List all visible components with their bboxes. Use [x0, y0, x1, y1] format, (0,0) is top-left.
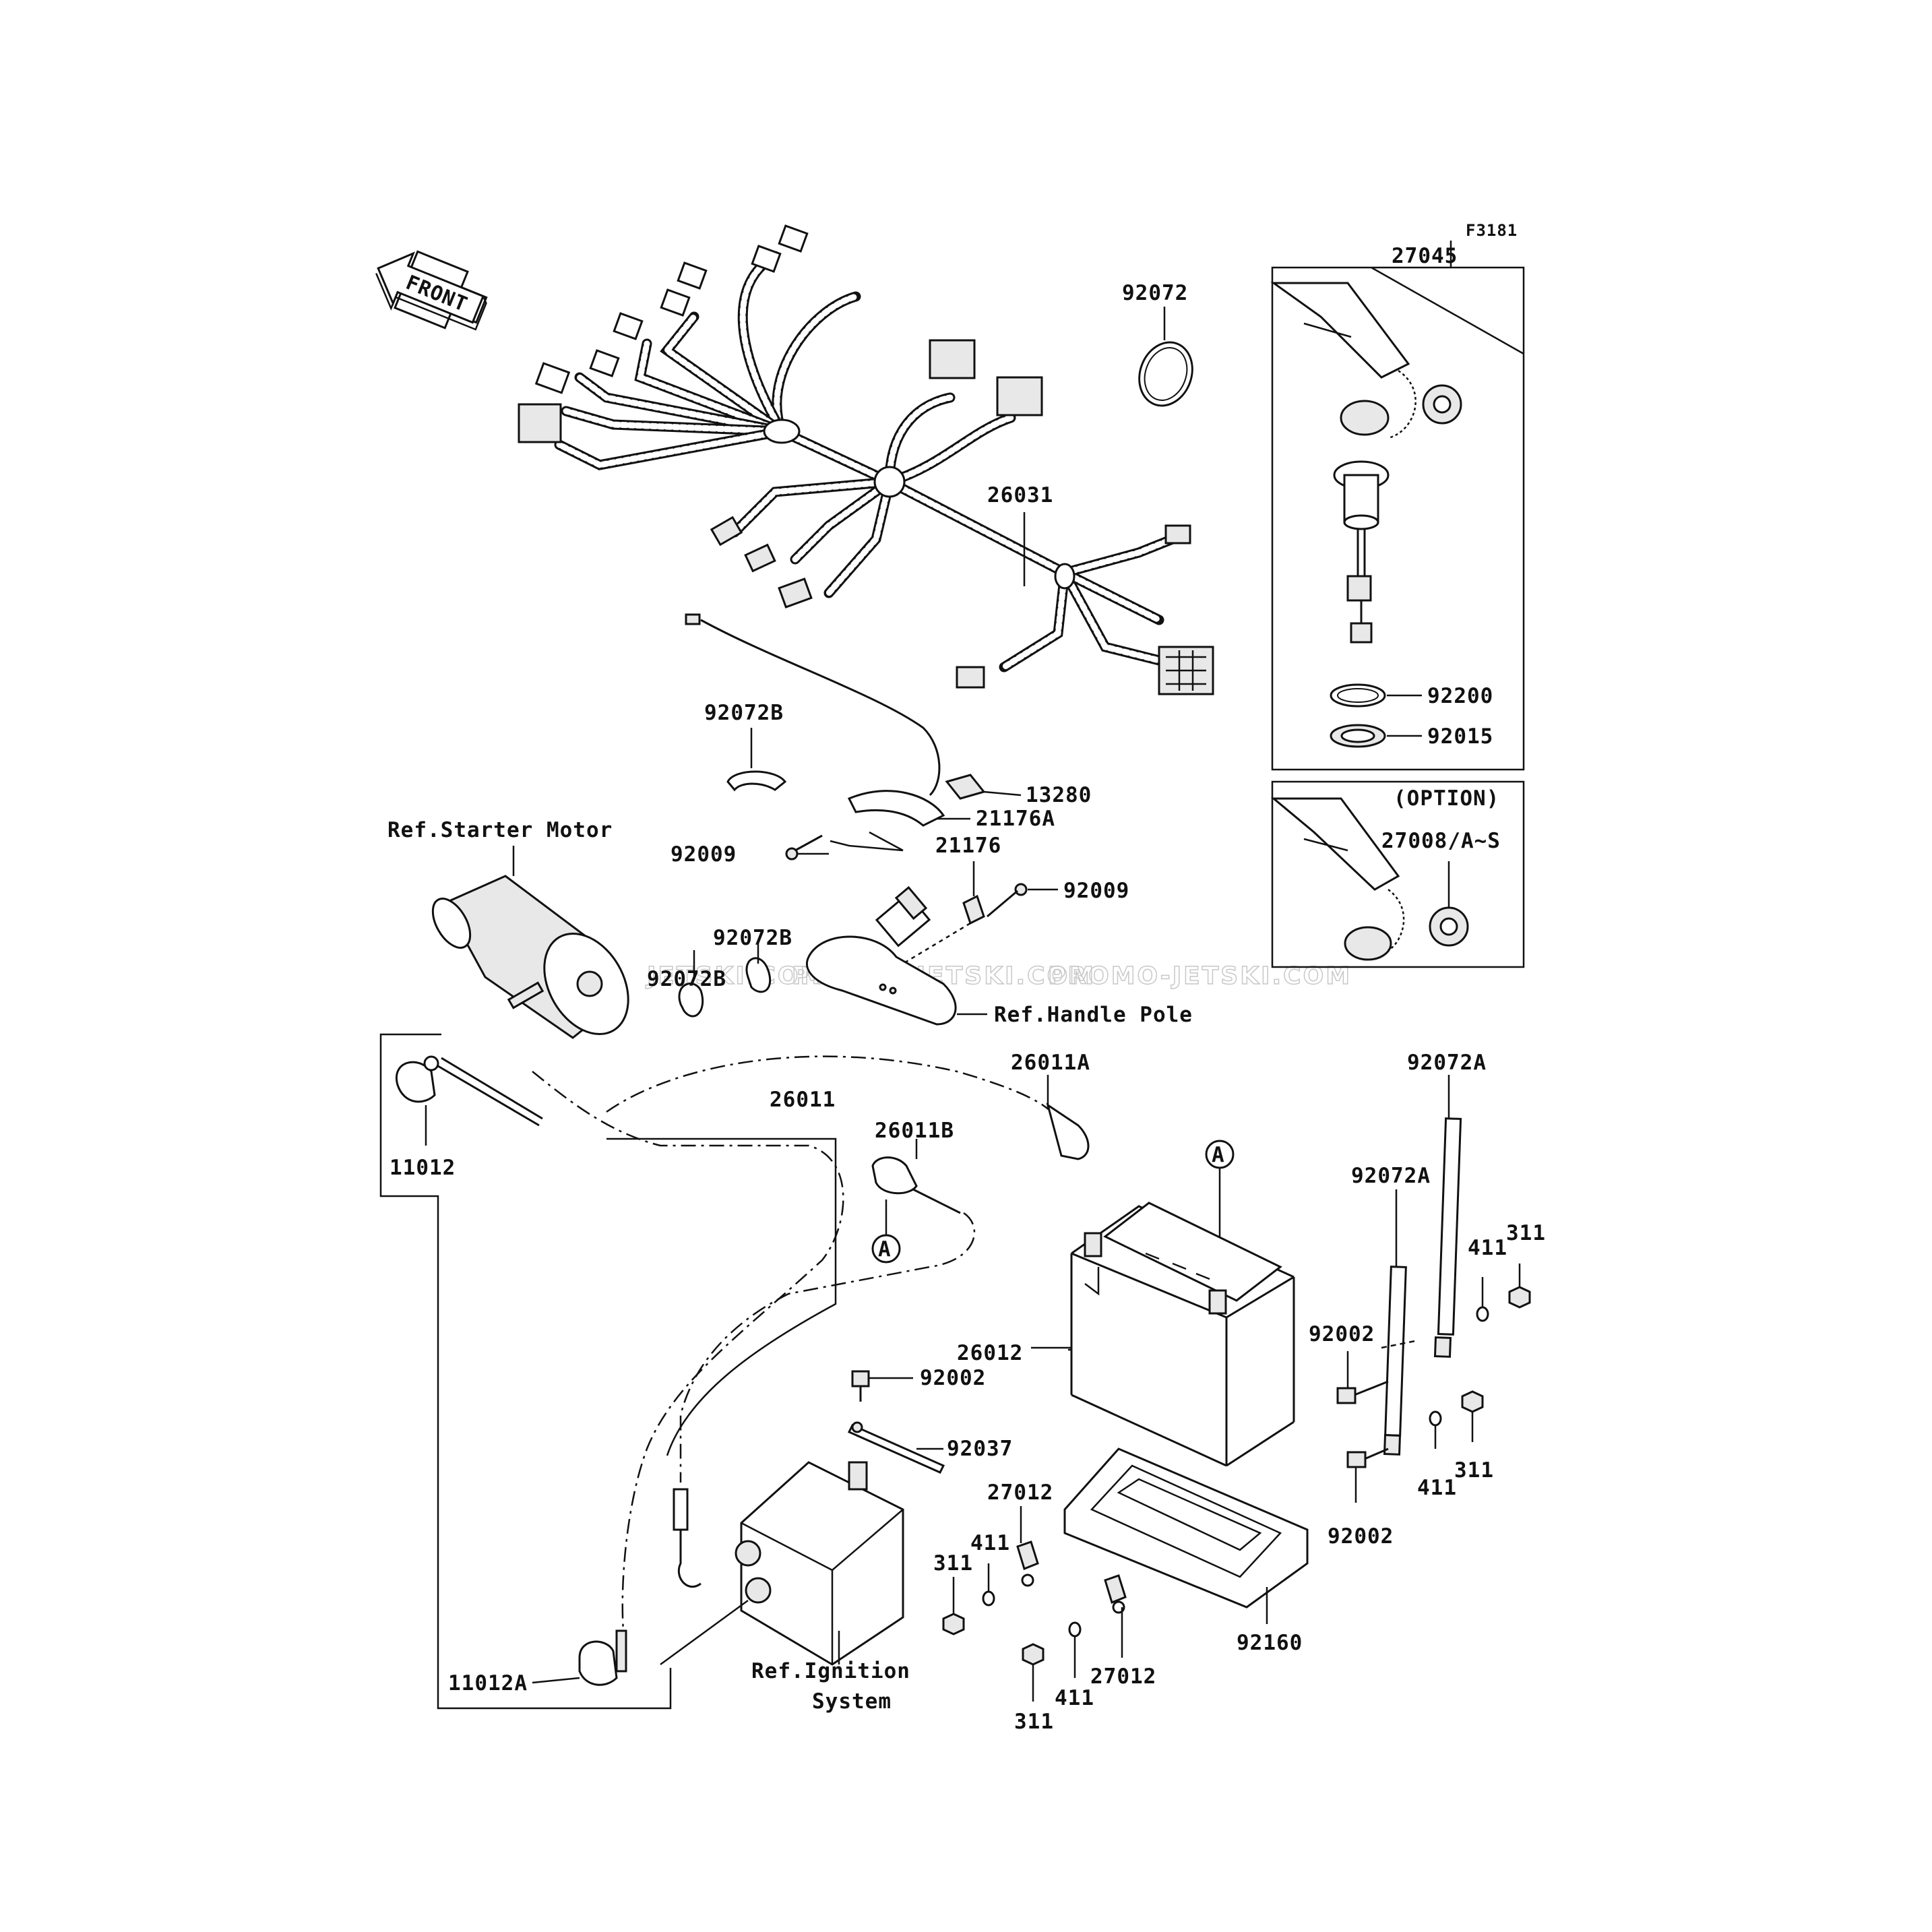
- label-92009-left: 92009: [671, 842, 737, 867]
- label-92200: 92200: [1427, 684, 1493, 708]
- label-92015: 92015: [1427, 724, 1493, 749]
- label-26011b: 26011B: [875, 1119, 954, 1143]
- label-ref-ignition-system: System: [812, 1689, 892, 1714]
- watermark-partial: JETSKI.COM: [645, 962, 826, 990]
- label-92002-2: 92002: [920, 1366, 986, 1390]
- label-92072a-2: 92072A: [1351, 1164, 1431, 1188]
- marker-a-battery: A: [1212, 1143, 1225, 1167]
- label-21176: 21176: [935, 834, 1001, 858]
- label-13280: 13280: [1026, 783, 1092, 807]
- handle-pole: [806, 885, 987, 1026]
- label-ref-handle: Ref.Handle Pole: [994, 1003, 1193, 1027]
- starter-motor: [431, 846, 772, 1039]
- label-92072b-1: 92072B: [704, 701, 784, 725]
- label-92009-right: 92009: [1063, 879, 1129, 903]
- label-311-3: 311: [1454, 1458, 1494, 1483]
- label-311-1: 311: [1506, 1221, 1546, 1245]
- label-92072b-3: 92072B: [647, 967, 726, 991]
- ignition-box: [660, 1370, 945, 1666]
- label-311-4: 311: [1014, 1710, 1054, 1734]
- label-option: (OPTION): [1394, 786, 1499, 811]
- marker-a-cable: A: [878, 1237, 892, 1261]
- front-arrow: FRONT: [375, 250, 488, 331]
- cables: [379, 1033, 1235, 1710]
- label-92002-1: 92002: [1309, 1322, 1375, 1346]
- label-92002-3: 92002: [1328, 1524, 1394, 1549]
- battery-straps: [1336, 1075, 1531, 1503]
- battery-tray-92160: [1063, 1447, 1309, 1624]
- label-27012-1: 27012: [987, 1481, 1053, 1505]
- labels: F3181 27045 92072 26031 92200 92015 (OPT…: [387, 221, 1546, 1734]
- terminal-hardware: [942, 1506, 1127, 1702]
- label-411-2: 411: [970, 1531, 1010, 1555]
- key-switch-box: [1270, 241, 1525, 771]
- label-92037: 92037: [947, 1437, 1013, 1461]
- label-11012: 11012: [389, 1156, 456, 1180]
- label-11012a: 11012A: [448, 1671, 528, 1695]
- label-27045: 27045: [1392, 244, 1458, 268]
- label-92072: 92072: [1122, 281, 1188, 305]
- label-411-1: 411: [1468, 1236, 1507, 1260]
- label-27008: 27008/A~S: [1381, 829, 1501, 853]
- label-311-2: 311: [933, 1551, 973, 1576]
- label-92160: 92160: [1237, 1631, 1303, 1655]
- label-ref-ignition: Ref.Ignition: [751, 1659, 910, 1683]
- diagram-code: F3181: [1466, 221, 1518, 240]
- label-21176a: 21176A: [976, 807, 1055, 831]
- label-411-3: 411: [1417, 1476, 1457, 1500]
- option-box: [1270, 780, 1525, 968]
- label-26011: 26011: [770, 1088, 836, 1112]
- label-411-4: 411: [1055, 1686, 1094, 1710]
- label-92072b-2: 92072B: [713, 926, 792, 950]
- label-26012: 26012: [957, 1341, 1023, 1365]
- main-harness: [518, 224, 1214, 695]
- label-26011a: 26011A: [1011, 1051, 1090, 1075]
- battery-26012: [1031, 1202, 1295, 1467]
- label-92072a-1: 92072A: [1407, 1051, 1487, 1075]
- clamp-92072: [1138, 307, 1193, 407]
- label-ref-starter: Ref.Starter Motor: [387, 818, 613, 842]
- label-26031: 26031: [987, 483, 1053, 507]
- sensor-assembly: [685, 613, 1058, 965]
- label-27012-2: 27012: [1090, 1664, 1156, 1689]
